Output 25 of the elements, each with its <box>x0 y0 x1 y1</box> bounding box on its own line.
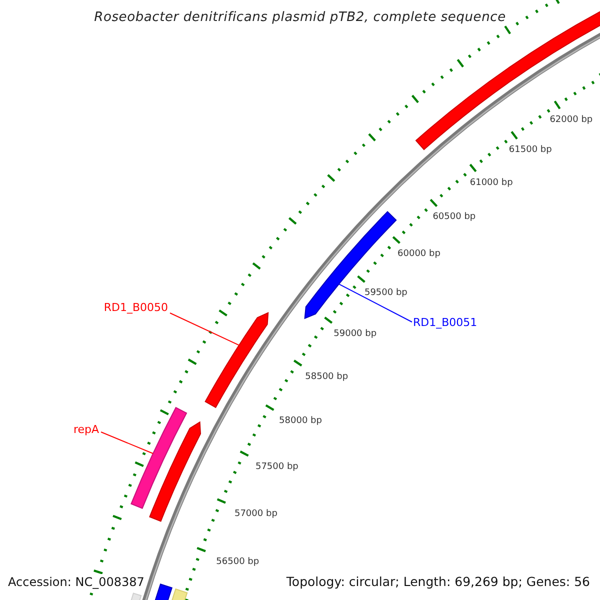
gene-label: repA <box>73 423 99 437</box>
gene-bar <box>204 312 269 408</box>
scale-label: 61000 bp <box>470 178 513 189</box>
scale-label: 60500 bp <box>432 212 476 224</box>
leader-line <box>170 312 240 346</box>
accession-note: Accession: NC_008387 <box>8 574 144 590</box>
scale-label: 56500 bp <box>216 557 260 568</box>
scale-label: 57500 bp <box>255 462 298 473</box>
scale-label: 58500 bp <box>305 372 348 383</box>
gene-label: RD1_B0051 <box>413 316 478 330</box>
gene-label: RD1_B0050 <box>104 301 168 315</box>
scale-label: 59000 bp <box>334 329 377 340</box>
scale-label: 61500 bp <box>508 144 552 156</box>
sequence-summary: Topology: circular; Length: 69,269 bp; Genes: 56 <box>286 574 590 590</box>
scale-label: 60000 bp <box>398 249 440 260</box>
map-title: Roseobacter denitrificans plasmid pTB2, complete sequence <box>93 9 507 27</box>
gene-bar <box>149 422 201 522</box>
gene-bar <box>130 407 187 509</box>
leader-line <box>100 432 154 454</box>
scale-label: 58000 bp <box>279 416 322 428</box>
leader-line <box>338 284 412 322</box>
scale-label: 59500 bp <box>364 288 408 300</box>
gene-bar <box>304 211 397 319</box>
scale-label: 62000 bp <box>550 114 593 126</box>
scale-label: 57000 bp <box>234 508 278 520</box>
